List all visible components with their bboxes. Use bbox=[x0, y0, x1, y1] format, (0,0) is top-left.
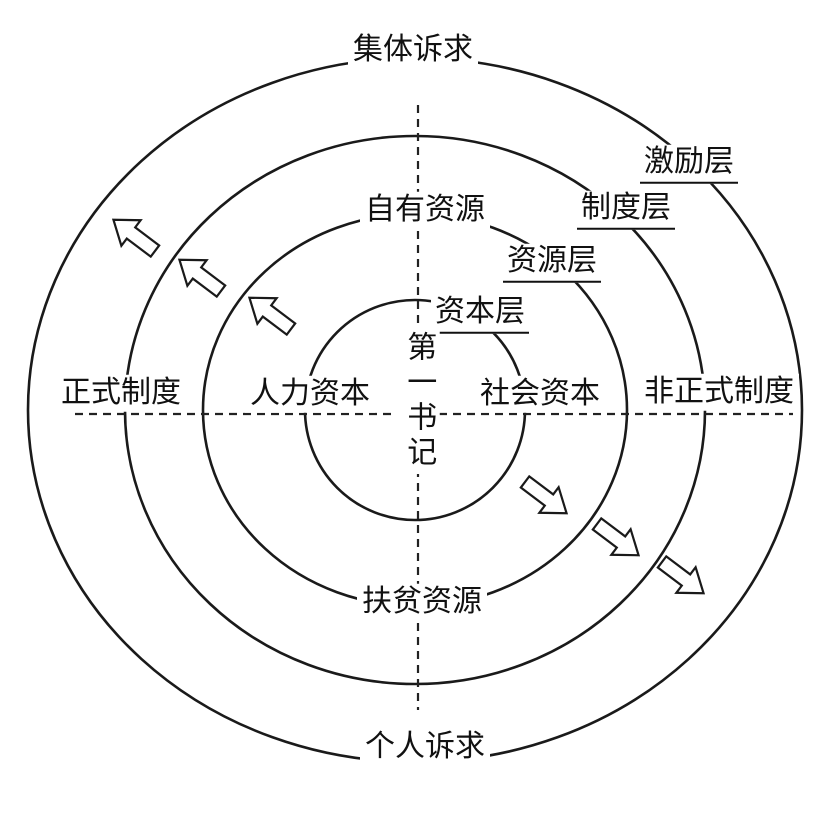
label-resource-layer: 资源层 bbox=[503, 243, 601, 283]
label-social-capital: 社会资本 bbox=[475, 375, 605, 413]
arrow-down-right-icon bbox=[656, 554, 706, 595]
label-own-resources: 自有资源 bbox=[360, 191, 490, 229]
label-capital-layer: 资本层 bbox=[431, 294, 529, 334]
label-center-first-secretary: 第一书记 bbox=[396, 328, 440, 474]
label-human-capital: 人力资本 bbox=[245, 375, 375, 413]
label-collective-demand: 集体诉求 bbox=[348, 31, 478, 69]
arrow-down-right-icon bbox=[519, 474, 569, 515]
arrow-up-left-icon bbox=[177, 258, 227, 299]
label-informal-institution: 非正式制度 bbox=[639, 373, 799, 411]
label-formal-institution: 正式制度 bbox=[56, 374, 186, 412]
arrow-down-right-icon bbox=[591, 516, 641, 557]
label-institution-layer: 制度层 bbox=[577, 190, 675, 230]
label-personal-demand: 个人诉求 bbox=[360, 728, 490, 766]
label-poverty-alleviation-resources: 扶贫资源 bbox=[357, 583, 487, 621]
arrow-up-left-icon bbox=[247, 296, 297, 337]
label-incentive-layer: 激励层 bbox=[640, 144, 738, 184]
arrow-up-left-icon bbox=[111, 218, 161, 259]
